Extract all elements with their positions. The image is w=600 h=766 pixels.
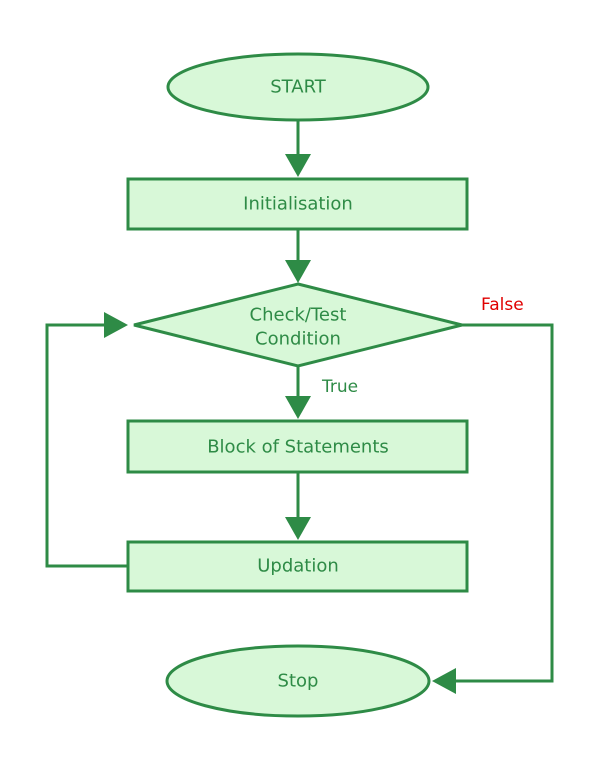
arrow-condition-to-block-head: [285, 396, 311, 419]
stop-node: Stop: [165, 644, 431, 718]
stop-label: Stop: [278, 671, 319, 692]
arrow-updation-to-condition: [45, 312, 128, 568]
arrow-condition-to-stop: False: [432, 295, 554, 694]
arrow-updation-to-condition-head: [104, 312, 128, 338]
updation-node: Updation: [126, 540, 469, 593]
condition-node: Check/Test Condition: [133, 282, 463, 368]
arrow-condition-to-block: True: [285, 366, 358, 419]
arrow-init-to-condition: [285, 229, 311, 283]
arrow-condition-to-stop-line: [450, 323, 554, 683]
condition-label-line1: Check/Test: [250, 305, 347, 326]
start-node: START: [166, 52, 430, 122]
arrow-block-to-updation: [285, 472, 311, 540]
arrow-init-to-condition-head: [285, 260, 311, 283]
arrow-updation-to-condition-line: [45, 323, 128, 568]
true-label: True: [321, 377, 358, 397]
arrow-block-to-updation-head: [285, 517, 311, 540]
stop-oval: [165, 644, 431, 718]
condition-label-line2: Condition: [255, 329, 341, 350]
initialisation-box: [126, 177, 469, 231]
arrow-start-to-init: [285, 120, 311, 177]
initialisation-label: Initialisation: [243, 194, 353, 215]
false-label: False: [481, 295, 524, 315]
block-node: Block of Statements: [126, 419, 469, 474]
initialisation-node: Initialisation: [126, 177, 469, 231]
arrow-condition-to-stop-head: [432, 668, 456, 694]
start-label: START: [270, 77, 327, 98]
block-label: Block of Statements: [207, 437, 389, 458]
updation-label: Updation: [257, 556, 339, 577]
block-box: [126, 419, 469, 474]
arrow-start-to-init-head: [285, 154, 311, 177]
